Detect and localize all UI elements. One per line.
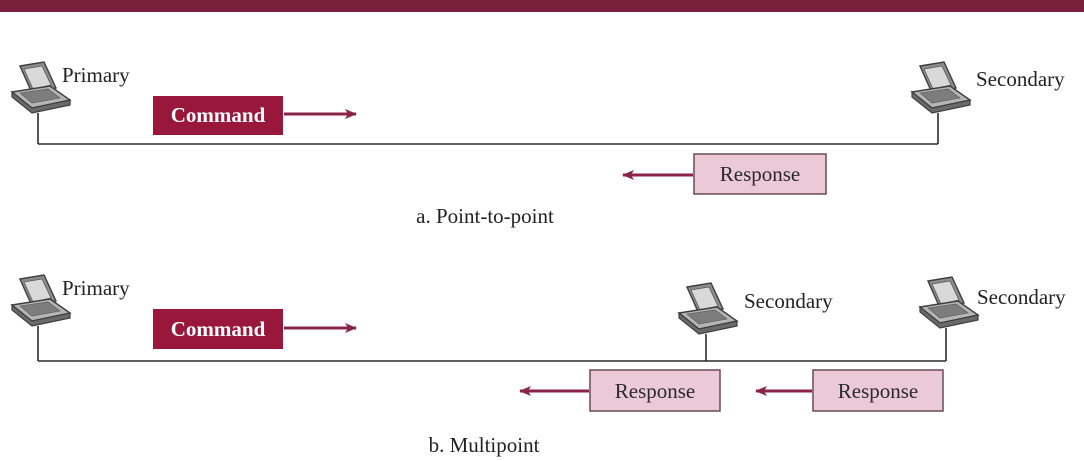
secondary-2-label: Secondary [977, 285, 1066, 309]
command-label: Command [171, 317, 266, 341]
response-frame: Response [622, 153, 827, 195]
laptop-icon [919, 276, 979, 329]
response-frame-1: Response [519, 369, 721, 412]
point-to-point-diagram: Primary Secondary Command Response a. Po… [11, 61, 1065, 228]
secondary-station-2: Secondary [919, 276, 1066, 361]
response-box-2 [812, 369, 944, 412]
secondary-1-label: Secondary [744, 289, 833, 313]
primary-station: Primary [11, 274, 130, 361]
laptop-icon [911, 61, 971, 114]
caption-point-to-point: a. Point-to-point [416, 204, 554, 228]
primary-label: Primary [62, 276, 130, 300]
laptop-icon [678, 282, 738, 335]
response-1-label: Response [615, 379, 696, 403]
secondary-station: Secondary [911, 61, 1065, 144]
response-label: Response [720, 162, 801, 186]
primary-label: Primary [62, 63, 130, 87]
multipoint-diagram: Primary Secondary Secondary Command Resp… [11, 274, 1066, 457]
secondary-label: Secondary [976, 67, 1065, 91]
caption-multipoint: b. Multipoint [429, 433, 540, 457]
secondary-station-1: Secondary [678, 282, 833, 361]
command-label: Command [171, 103, 266, 127]
response-2-label: Response [838, 379, 919, 403]
command-box [153, 96, 283, 135]
command-box [153, 309, 283, 349]
response-box-1 [589, 369, 721, 412]
response-box [693, 153, 827, 195]
primary-station: Primary [11, 61, 130, 144]
response-frame-2: Response [755, 369, 944, 412]
top-rule [0, 0, 1084, 12]
command-frame: Command [153, 309, 357, 349]
command-frame: Command [153, 96, 357, 135]
